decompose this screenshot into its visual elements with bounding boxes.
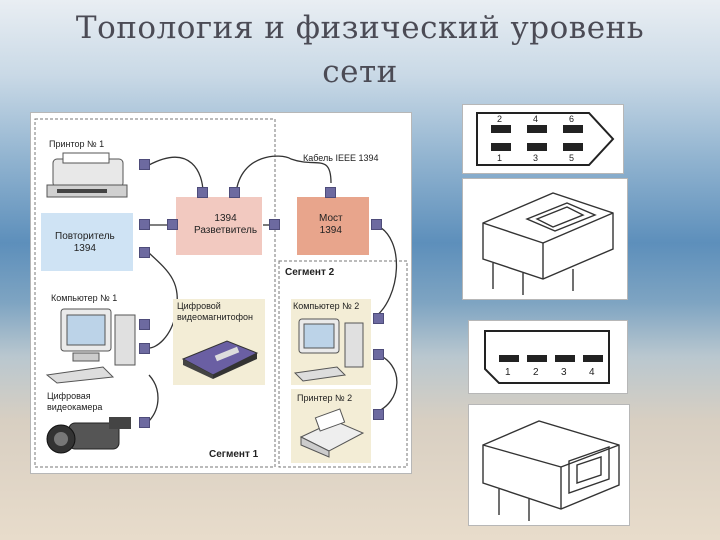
connector6-drawing — [462, 178, 628, 300]
pin-4: 4 — [533, 114, 539, 124]
connector6-pinout: 2 4 6 1 3 5 — [462, 104, 624, 174]
connector4-drawing — [468, 404, 630, 526]
repeater-label: Повторитель 1394 — [55, 231, 115, 254]
vcr-box: Цифровой видеомагнитофон — [173, 299, 265, 385]
computer2-box: Компьютер № 2 — [291, 299, 371, 385]
printer1-icon — [46, 152, 128, 198]
connector4-socket-icon — [482, 420, 620, 521]
pin-5: 5 — [569, 153, 575, 163]
segment2-label: Сегмент 2 — [285, 267, 335, 278]
printer2-icon — [299, 408, 365, 458]
bridge-label: Мост 1394 — [319, 213, 343, 236]
splitter-port-2 — [229, 187, 240, 198]
bridge-port-1 — [325, 187, 336, 198]
printer2-port — [373, 409, 384, 420]
computer2-label: Компьютер № 2 — [293, 301, 360, 311]
repeater-port-2 — [139, 247, 150, 258]
vcr-icon — [181, 340, 259, 379]
repeater-box: Повторитель 1394 — [41, 213, 133, 271]
pin-1: 1 — [497, 153, 503, 163]
pin-3: 3 — [533, 153, 539, 163]
pin-2: 2 — [497, 114, 503, 124]
pin4-2: 2 — [533, 367, 539, 378]
title-line-1: Топология и физический уровень — [75, 10, 645, 46]
printer1-label: Принтор № 1 — [49, 139, 105, 149]
camcorder-icon — [46, 417, 131, 454]
computer2-port-2 — [373, 349, 384, 360]
computer2-icon — [293, 318, 364, 382]
topology-diagram: Принтор № 1 Повторитель 1394 1394 Развет… — [30, 112, 412, 474]
computer1-icon — [45, 308, 136, 384]
bridge-port-3 — [371, 219, 382, 230]
bridge-port-2 — [269, 219, 280, 230]
pin4-1: 1 — [505, 367, 511, 378]
repeater-port-1 — [139, 219, 150, 230]
connector6-outline — [476, 112, 615, 166]
computer1-label: Компьютер № 1 — [51, 293, 118, 303]
printer2-label: Принтер № 2 — [297, 393, 353, 403]
printer1-port — [139, 159, 150, 170]
title-line-2: сети — [322, 54, 398, 90]
splitter-port-3 — [167, 219, 178, 230]
camcorder-port — [139, 417, 150, 428]
connector4-pinout: 1 2 3 4 — [468, 320, 628, 394]
bridge-box: Мост 1394 — [297, 197, 369, 255]
splitter-port-1 — [197, 187, 208, 198]
vcr-label: Цифровой видеомагнитофон — [177, 301, 253, 322]
connector4-outline — [484, 330, 610, 384]
camcorder-label: Цифровая видеокамера — [47, 391, 103, 412]
connector6-socket-icon — [482, 192, 614, 295]
computer1-port-1 — [139, 319, 150, 330]
segment1-label: Сегмент 1 — [209, 449, 259, 460]
pin4-4: 4 — [589, 367, 595, 378]
pin-6: 6 — [569, 114, 575, 124]
pin4-3: 3 — [561, 367, 567, 378]
segment2-frame — [278, 260, 408, 468]
computer1-port-2 — [139, 343, 150, 354]
computer2-port-1 — [373, 313, 384, 324]
segment1-frame — [34, 118, 276, 468]
cable-label: Кабель IEEE 1394 — [303, 153, 379, 163]
splitter-label: 1394 Разветвитель — [194, 213, 258, 236]
printer2-box: Принтер № 2 — [291, 389, 371, 463]
splitter-box: 1394 Разветвитель — [176, 197, 262, 255]
slide-title: Топология и физический уровень сети — [40, 6, 680, 94]
